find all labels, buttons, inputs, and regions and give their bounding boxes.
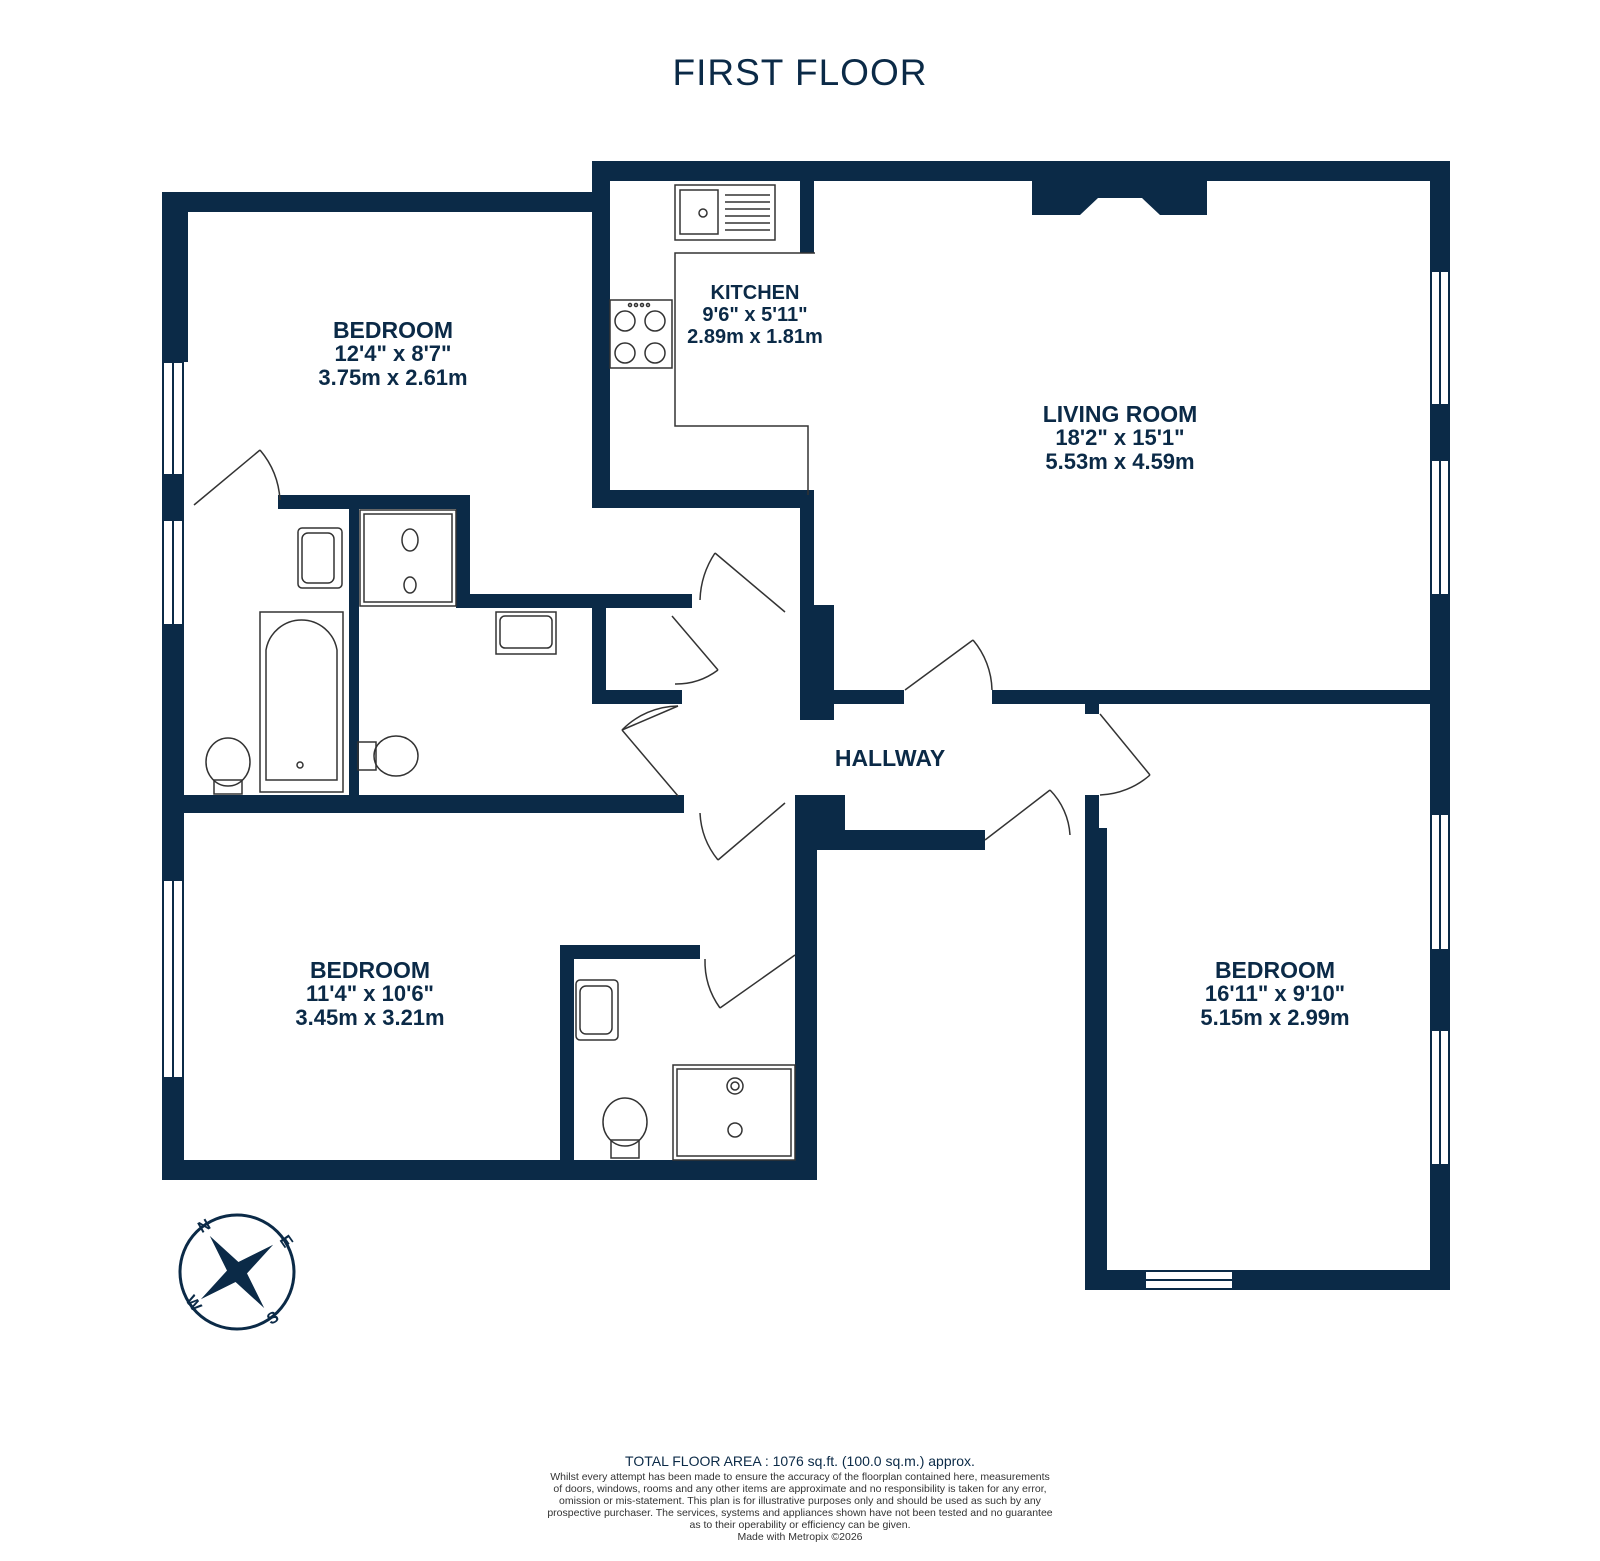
wall: [456, 495, 470, 600]
wall: [592, 490, 814, 508]
sink: [674, 184, 776, 241]
shower: [359, 509, 457, 607]
wall: [795, 795, 817, 1180]
made-with: Made with Metropix ©2026: [737, 1531, 863, 1543]
total-floor-area: TOTAL FLOOR AREA : 1076 sq.ft. (100.0 sq…: [625, 1453, 975, 1469]
room-metric: 5.53m x 4.59m: [1045, 449, 1195, 474]
wall: [1430, 405, 1450, 460]
wall: [162, 192, 592, 212]
room-label-bedroom-e: BEDROOM 16'11" x 9'10" 5.15m x 2.99m: [1165, 958, 1385, 1030]
room-name: HALLWAY: [834, 745, 946, 771]
bath: [259, 611, 344, 793]
room-name: LIVING ROOM: [1042, 401, 1198, 427]
doors: [193, 252, 1151, 1009]
room-name: KITCHEN: [710, 282, 800, 304]
toilet: [373, 735, 419, 777]
wall: [560, 945, 700, 959]
disclaimer: Whilst every attempt has been made to en…: [520, 1471, 1080, 1531]
room-label-living-room: LIVING ROOM 18'2" x 15'1" 5.53m x 4.59m: [1000, 402, 1240, 474]
toilet: [205, 737, 251, 787]
disclaimer-line: prospective purchaser. The services, sys…: [547, 1507, 1053, 1519]
wall: [1085, 828, 1107, 1288]
wall: [592, 161, 610, 506]
room-metric: 3.75m x 2.61m: [318, 365, 468, 390]
disclaimer-line: of doors, windows, rooms and any other i…: [553, 1483, 1047, 1495]
wall: [456, 594, 692, 608]
wall: [800, 830, 985, 850]
wall: [184, 795, 684, 813]
room-imperial: 12'4" x 8'7": [334, 341, 452, 366]
toilet: [602, 1097, 648, 1147]
room-label-hallway: HALLWAY: [800, 746, 980, 770]
room-imperial: 9'6" x 5'11": [702, 304, 808, 326]
wall: [800, 181, 814, 253]
wall: [1430, 950, 1450, 1030]
wall: [162, 1078, 184, 1178]
wall: [1085, 795, 1099, 835]
windows: [162, 270, 1450, 1290]
wall: [162, 475, 184, 520]
room-metric: 2.89m x 1.81m: [687, 326, 823, 348]
fireplace: [1032, 181, 1207, 215]
fixtures: [205, 184, 796, 1161]
room-label-bedroom-sw: BEDROOM 11'4" x 10'6" 3.45m x 3.21m: [270, 958, 470, 1030]
basin: [575, 979, 619, 1041]
wall: [162, 1160, 817, 1180]
shower: [672, 1064, 796, 1161]
wall: [1430, 595, 1450, 705]
room-imperial: 18'2" x 15'1": [1055, 425, 1185, 450]
wall: [592, 690, 682, 704]
wall: [1430, 1165, 1450, 1290]
footer: TOTAL FLOOR AREA : 1076 sq.ft. (100.0 sq…: [0, 1453, 1600, 1543]
wall: [560, 945, 574, 1165]
disclaimer-line: Whilst every attempt has been made to en…: [550, 1471, 1050, 1483]
wall: [992, 690, 1450, 704]
wall: [592, 161, 1450, 181]
wall: [1430, 704, 1450, 814]
room-name: BEDROOM: [1214, 957, 1336, 983]
wall: [1085, 1270, 1145, 1290]
disclaimer-line: omission or mis-statement. This plan is …: [559, 1495, 1041, 1507]
wall: [162, 625, 184, 880]
hob: [609, 299, 673, 369]
wall: [800, 490, 814, 610]
wall: [278, 495, 470, 509]
wall: [834, 690, 904, 704]
wall: [162, 192, 188, 362]
room-label-kitchen: KITCHEN 9'6" x 5'11" 2.89m x 1.81m: [655, 282, 855, 348]
wall: [1085, 700, 1099, 714]
wall: [800, 605, 834, 720]
room-metric: 5.15m x 2.99m: [1200, 1005, 1350, 1030]
wall: [349, 495, 359, 800]
floor-title: FIRST FLOOR: [672, 52, 928, 93]
walls: [162, 161, 1450, 1290]
wall: [592, 594, 606, 704]
basin: [297, 527, 343, 589]
wall: [1233, 1270, 1450, 1290]
room-imperial: 16'11" x 9'10": [1204, 981, 1346, 1006]
disclaimer-line: as to their operability or efficiency ca…: [689, 1519, 911, 1531]
room-name: BEDROOM: [309, 957, 431, 983]
room-metric: 3.45m x 3.21m: [295, 1005, 445, 1030]
wall: [1430, 161, 1450, 271]
room-name: BEDROOM: [332, 317, 454, 343]
room-imperial: 11'4" x 10'6": [306, 981, 434, 1006]
compass: [178, 1213, 296, 1331]
basin: [495, 611, 557, 655]
room-label-bedroom-nw: BEDROOM 12'4" x 8'7" 3.75m x 2.61m: [293, 318, 493, 390]
